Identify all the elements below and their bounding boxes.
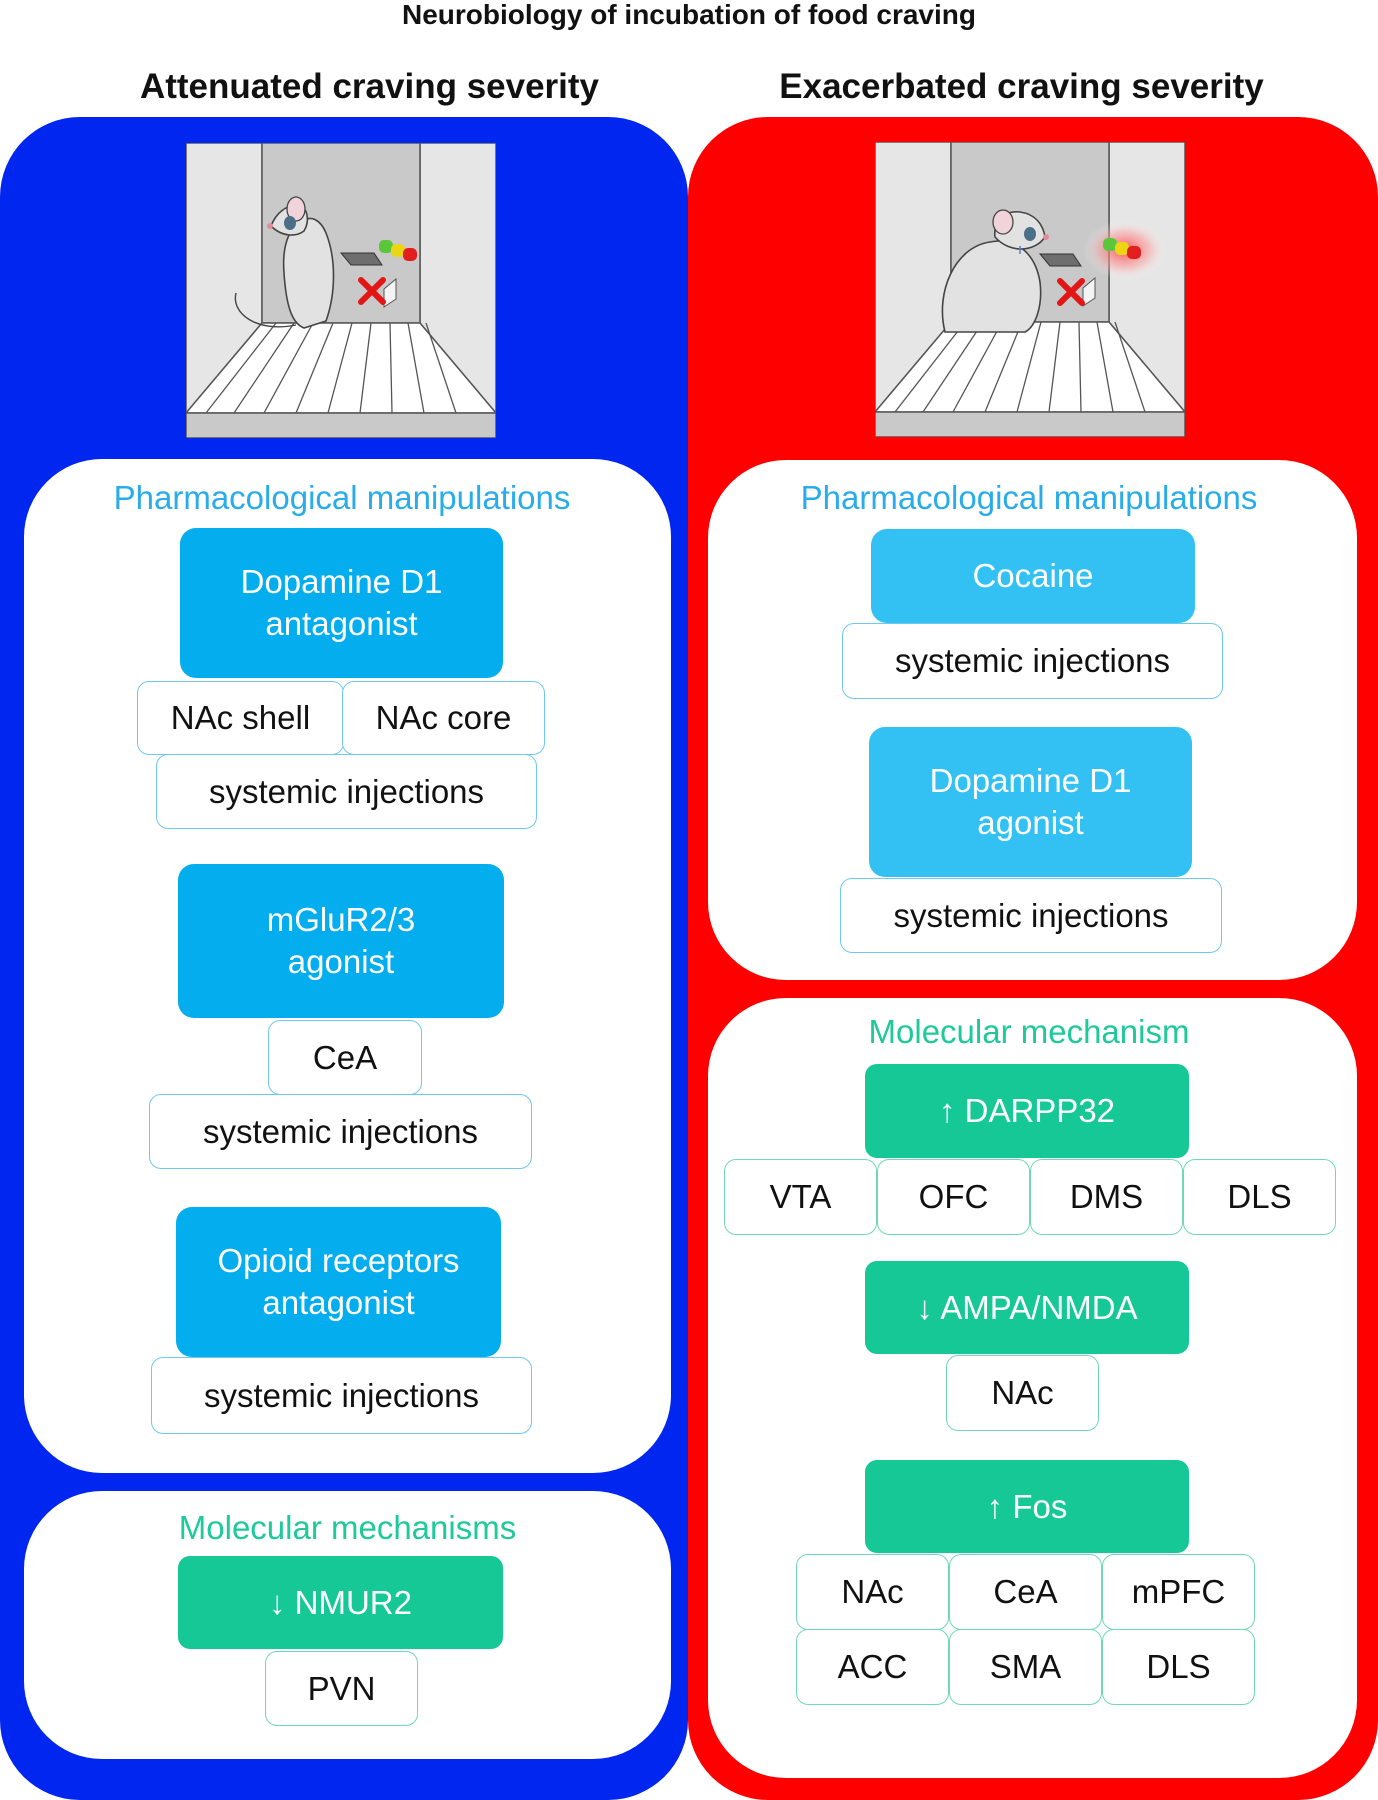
site-box: CeA bbox=[949, 1554, 1102, 1630]
site-box: VTA bbox=[724, 1159, 877, 1235]
molecule-box: ↓ NMUR2 bbox=[178, 1556, 503, 1649]
site-box: mPFC bbox=[1102, 1554, 1255, 1630]
route-box: systemic injections bbox=[149, 1094, 532, 1169]
route-box: systemic injections bbox=[842, 623, 1223, 699]
site-box: OFC bbox=[877, 1159, 1030, 1235]
drug-label: Dopamine D1 agonist bbox=[929, 762, 1132, 841]
site-box: SMA bbox=[949, 1629, 1102, 1705]
rat-icon bbox=[941, 209, 1049, 333]
molecule-box: ↓ AMPA/NMDA bbox=[865, 1261, 1189, 1354]
lever-icon bbox=[339, 252, 383, 266]
operant-chamber-icon bbox=[875, 142, 1185, 437]
rat-icon bbox=[234, 196, 335, 329]
drug-box: Dopamine D1 agonist bbox=[869, 727, 1192, 877]
cross-mark-icon bbox=[358, 277, 386, 305]
molecule-box: ↑ DARPP32 bbox=[865, 1064, 1189, 1158]
site-box: NAc shell bbox=[137, 681, 344, 755]
operant-chamber-icon bbox=[186, 143, 496, 438]
cross-mark-icon bbox=[1057, 278, 1085, 306]
site-box: ACC bbox=[796, 1629, 949, 1705]
site-box: DMS bbox=[1030, 1159, 1183, 1235]
site-box: PVN bbox=[265, 1651, 418, 1726]
left-column-heading: Attenuated craving severity bbox=[139, 67, 600, 106]
drug-box: mGluR2/3 agonist bbox=[178, 864, 504, 1018]
site-box: NAc core bbox=[342, 681, 545, 755]
drug-label: mGluR2/3 agonist bbox=[266, 901, 416, 980]
site-box: NAc bbox=[946, 1355, 1099, 1431]
right-pharmacology-title: Pharmacological manipulations bbox=[800, 479, 1258, 516]
route-box: systemic injections bbox=[151, 1357, 532, 1434]
route-box: systemic injections bbox=[840, 878, 1222, 953]
drug-box: Opioid receptors antagonist bbox=[176, 1207, 501, 1357]
site-box: DLS bbox=[1183, 1159, 1336, 1235]
figure-title: Neurobiology of incubation of food cravi… bbox=[402, 0, 976, 30]
drug-box: Cocaine bbox=[871, 529, 1195, 623]
site-box: CeA bbox=[268, 1020, 422, 1095]
route-box: systemic injections bbox=[156, 754, 537, 829]
lever-icon bbox=[1038, 253, 1082, 267]
right-molecular-title: Molecular mechanism bbox=[868, 1013, 1190, 1050]
drug-box: Dopamine D1 antagonist bbox=[180, 528, 503, 678]
cue-light-icon bbox=[1103, 238, 1141, 259]
right-column-heading: Exacerbated craving severity bbox=[779, 67, 1264, 106]
site-box: DLS bbox=[1102, 1629, 1255, 1705]
drug-label: Dopamine D1 antagonist bbox=[240, 563, 443, 642]
cue-light-icon bbox=[379, 240, 417, 261]
left-molecular-title: Molecular mechanisms bbox=[178, 1509, 517, 1546]
molecule-box: ↑ Fos bbox=[865, 1460, 1189, 1553]
left-pharmacology-title: Pharmacological manipulations bbox=[113, 479, 571, 516]
site-box: NAc bbox=[796, 1554, 949, 1630]
drug-label: Opioid receptors antagonist bbox=[217, 1242, 460, 1321]
